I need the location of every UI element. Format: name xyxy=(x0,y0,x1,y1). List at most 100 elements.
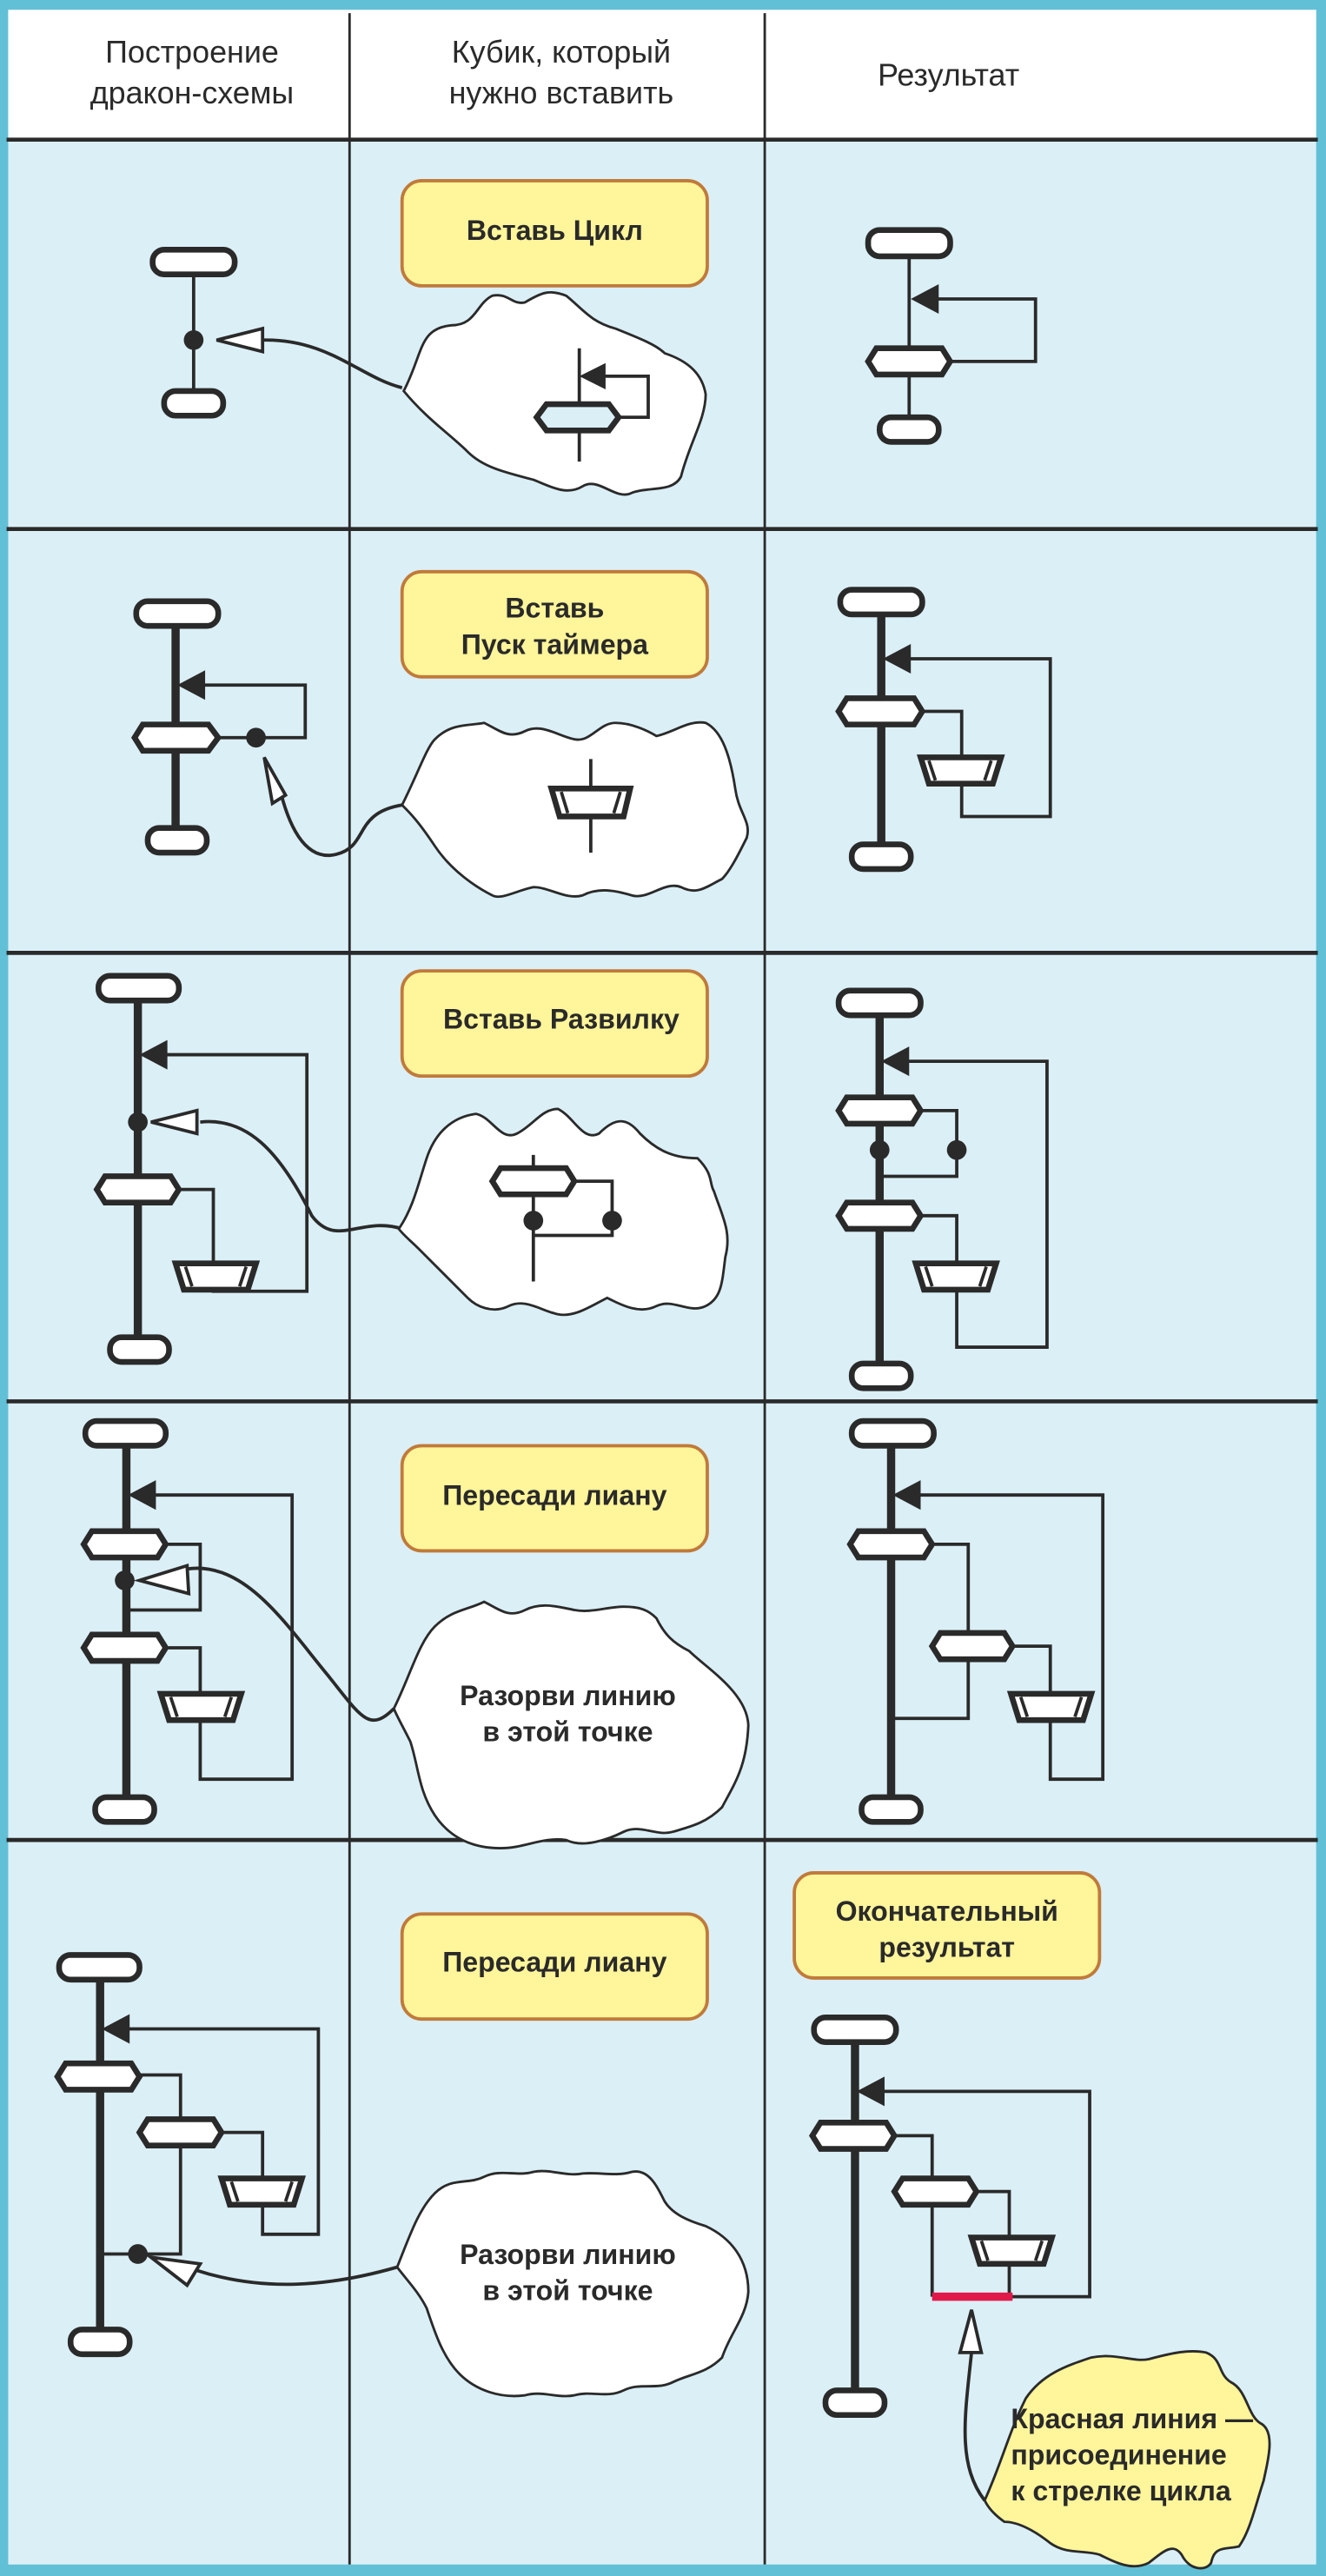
row3-result-diagram xyxy=(835,987,1049,1391)
action-label: Вставь Развилку xyxy=(443,1003,680,1034)
terminator-icon xyxy=(848,1417,937,1449)
terminator-icon xyxy=(56,1952,143,1983)
pointer-arrow-icon xyxy=(133,1563,191,1597)
note-text-line2: присоединение xyxy=(1011,2439,1226,2470)
result-label-box xyxy=(792,1871,1102,1980)
loop-start-icon xyxy=(891,2175,980,2208)
result-label-line2: результат xyxy=(878,1931,1015,1962)
pointer-curve xyxy=(277,785,403,858)
pointer-arrow-icon xyxy=(958,2309,984,2354)
row5-result-diagram xyxy=(808,2014,1091,2419)
loop-start-icon xyxy=(835,695,926,727)
fork-block-icon xyxy=(488,1154,622,1282)
pointer-curve xyxy=(262,338,403,389)
row1-build-diagram xyxy=(149,247,238,419)
loop-start-icon xyxy=(928,1630,1017,1663)
loop-start-icon xyxy=(865,345,954,378)
loop-start-icon xyxy=(54,2060,143,2093)
terminator-icon xyxy=(82,1417,169,1449)
loop-start-icon xyxy=(136,2116,225,2149)
terminator-icon xyxy=(876,414,942,445)
action-label: Вставь Цикл xyxy=(467,215,643,246)
row5-build-diagram xyxy=(54,1952,321,2358)
header-col2-line2: нужно вставить xyxy=(449,76,674,110)
terminator-icon xyxy=(161,388,227,419)
pointer-arrow-icon xyxy=(145,2254,203,2288)
cloud-text-line2: в этой точке xyxy=(482,1716,653,1748)
terminator-icon xyxy=(96,973,182,1004)
terminator-icon xyxy=(822,2387,888,2419)
loop-block-icon xyxy=(533,348,650,462)
pointer-curve xyxy=(963,2352,986,2502)
timer-start-icon xyxy=(912,1260,1000,1293)
insertion-point-icon xyxy=(183,329,204,350)
note-text-line3: к стрелке цикла xyxy=(1011,2475,1232,2506)
insertion-point-icon xyxy=(115,1570,135,1590)
action-label-box xyxy=(400,569,709,679)
pointer-arrow-icon xyxy=(150,1108,199,1136)
fork-point-icon xyxy=(869,1139,890,1160)
pointer-curve xyxy=(200,1119,403,1233)
action-label: Пересади лиану xyxy=(442,1480,666,1511)
insertion-point-icon xyxy=(128,1112,148,1132)
timer-start-icon xyxy=(217,2175,307,2208)
loop-start-icon xyxy=(835,1199,925,1232)
terminator-icon xyxy=(811,2014,899,2045)
loop-start-icon xyxy=(846,1528,936,1561)
table-header xyxy=(8,10,1316,140)
header-col1-line2: дракон-схемы xyxy=(90,76,294,110)
row-4: Пересади лиану Разорви линию в этой точк… xyxy=(80,1417,1105,1850)
timer-start-icon xyxy=(917,754,1005,787)
action-label-line1: Вставь xyxy=(505,593,604,624)
cloud-text-line2: в этой точке xyxy=(482,2274,653,2306)
loop-start-icon xyxy=(835,1094,925,1127)
terminator-icon xyxy=(859,1794,924,1825)
result-label-line1: Окончательный xyxy=(836,1895,1058,1927)
terminator-icon xyxy=(835,987,924,1019)
loop-start-icon xyxy=(130,721,222,754)
insertion-point-icon xyxy=(246,727,266,748)
timer-start-icon xyxy=(547,759,634,853)
action-label: Пересади лиану xyxy=(442,1946,666,1977)
row4-build-diagram xyxy=(80,1417,295,1825)
cloud-bubble xyxy=(401,290,707,496)
cloud-bubble xyxy=(392,1600,750,1850)
fork-point-icon xyxy=(946,1139,967,1160)
loop-start-icon xyxy=(80,1631,169,1664)
loop-start-icon xyxy=(80,1528,169,1561)
loop-start-icon xyxy=(808,2119,898,2152)
row1-result-diagram xyxy=(865,227,1038,445)
pointer-curve xyxy=(187,1566,395,1723)
terminator-icon xyxy=(133,598,222,629)
action-label-box xyxy=(400,1444,709,1553)
timer-start-icon xyxy=(967,2234,1057,2267)
action-label-box xyxy=(400,179,709,288)
pointer-curve xyxy=(196,2265,398,2287)
pointer-arrow-icon xyxy=(215,326,265,354)
action-label-box xyxy=(400,969,709,1079)
pointer-arrow-icon xyxy=(262,756,288,807)
timer-start-icon xyxy=(1006,1690,1096,1723)
row3-build-diagram xyxy=(93,973,309,1365)
row-3: Вставь Развилку xyxy=(93,969,1049,1391)
terminator-icon xyxy=(865,227,953,260)
row2-result-diagram xyxy=(835,587,1052,873)
cloud-text-line1: Разорви линию xyxy=(460,2239,676,2270)
timer-start-icon xyxy=(156,1690,246,1723)
cloud-text-line1: Разорви линию xyxy=(460,1680,676,1711)
terminator-icon xyxy=(848,841,914,873)
terminator-icon xyxy=(837,587,925,618)
terminator-icon xyxy=(144,825,210,856)
cloud-bubble xyxy=(397,1107,729,1317)
row2-build-diagram xyxy=(130,598,308,856)
note-bubble xyxy=(983,2350,1271,2570)
terminator-icon xyxy=(92,1794,157,1825)
header-col2-line1: Кубик, который xyxy=(452,35,671,70)
cloud-bubble xyxy=(395,2169,750,2398)
header-col1-line1: Построение xyxy=(105,35,279,70)
loop-start-icon xyxy=(93,1173,182,1206)
row4-result-diagram xyxy=(846,1417,1105,1825)
insertion-point-icon xyxy=(128,2244,148,2264)
terminator-icon xyxy=(107,1334,172,1365)
